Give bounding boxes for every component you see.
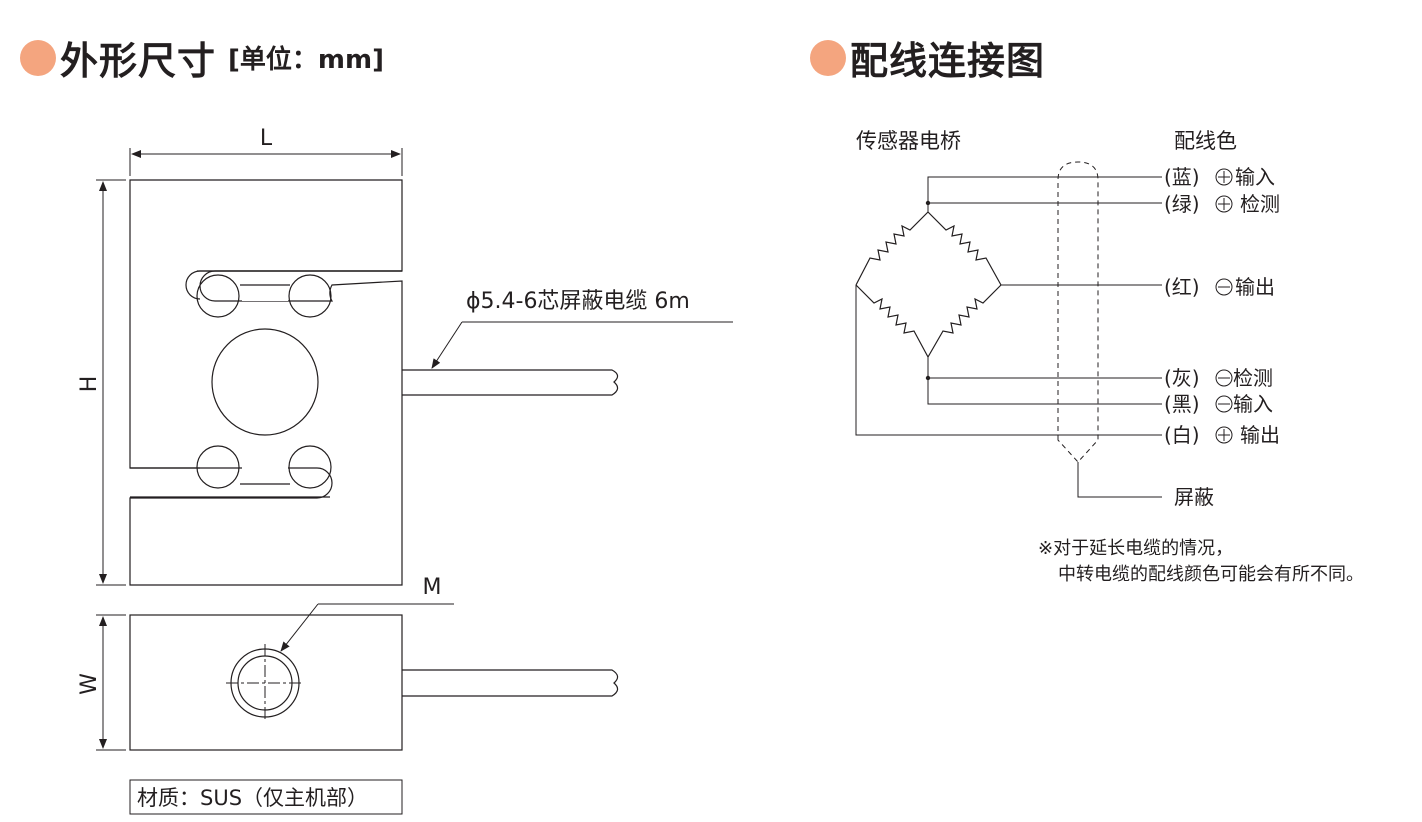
- thread-leader: M: [280, 575, 454, 652]
- wire-lines: [855, 176, 1162, 436]
- front-view: [129, 179, 619, 586]
- dimensions-unit: [单位：mm]: [228, 45, 384, 75]
- svg-text:检测: 检测: [1240, 192, 1280, 216]
- minus-icon: [1215, 395, 1233, 413]
- svg-text:输出: 输出: [1240, 423, 1280, 447]
- cable-shield: [1057, 161, 1162, 498]
- svg-text:输入: 输入: [1235, 165, 1275, 189]
- lower-right-relief-hole: [288, 445, 332, 489]
- bridge-label: 传感器电桥: [856, 129, 961, 153]
- wheatstone-bridge: [855, 200, 1002, 381]
- svg-text:输入: 输入: [1233, 392, 1273, 416]
- svg-text:(白): (白): [1164, 423, 1200, 447]
- wire-label-white: (白) 输出: [1164, 423, 1280, 447]
- wire-label-red: (红) 输出: [1164, 275, 1275, 299]
- dimensions-title: 外形尺寸: [60, 39, 217, 83]
- wiring-heading: 配线连接图: [810, 30, 1045, 85]
- svg-text:(绿): (绿): [1164, 192, 1200, 216]
- cable-leader: ϕ5.4-6芯屏蔽电缆 6m: [431, 289, 733, 369]
- upper-left-relief-hole: [196, 274, 240, 318]
- svg-text:(黑): (黑): [1164, 392, 1200, 416]
- svg-text:(灰): (灰): [1164, 366, 1200, 390]
- svg-text:(蓝): (蓝): [1164, 165, 1200, 189]
- shield-label: 屏蔽: [1174, 485, 1214, 509]
- plus-icon: [1215, 426, 1233, 444]
- resistor-top-right: [927, 211, 1002, 286]
- plus-icon: [1215, 195, 1233, 213]
- side-cable: [402, 669, 619, 697]
- label-M: M: [423, 575, 442, 600]
- wire-label-list: (蓝) 输入 (绿) 检测 (红) 输出 (灰) 检测 (黑) 输入: [1164, 165, 1280, 447]
- note-line-2: 中转电缆的配线颜色可能会有所不同。: [1058, 564, 1364, 585]
- note-line-1: ※对于延长电缆的情况，: [1038, 538, 1233, 559]
- dimension-L: L: [129, 126, 403, 176]
- side-view-body: [129, 614, 403, 751]
- heading-bullet-icon: [810, 39, 846, 76]
- resistor-bottom-left: [855, 284, 929, 358]
- resistor-bottom-right: [927, 284, 1002, 358]
- svg-text:(红): (红): [1164, 275, 1200, 299]
- svg-text:输出: 输出: [1235, 275, 1275, 299]
- minus-icon: [1215, 369, 1233, 387]
- minus-icon: [1215, 278, 1233, 296]
- front-cable: [402, 369, 619, 396]
- load-cell-body-outline: [129, 179, 403, 586]
- heading-bullet-icon: [20, 39, 56, 76]
- material-text: 材质：SUS（仅主机部）: [137, 786, 368, 810]
- wiring-title: 配线连接图: [850, 39, 1046, 83]
- center-hole: [211, 328, 319, 436]
- dimension-H: H: [77, 179, 126, 586]
- cable-label: ϕ5.4-6芯屏蔽电缆 6m: [466, 289, 690, 314]
- dimensions-heading: 外形尺寸 [单位：mm]: [20, 30, 384, 85]
- label-W: W: [77, 673, 102, 695]
- wire-label-blue: (蓝) 输入: [1164, 165, 1275, 189]
- dimension-W: W: [77, 614, 126, 751]
- wire-label-black: (黑) 输入: [1164, 392, 1273, 416]
- svg-text:检测: 检测: [1233, 366, 1273, 390]
- color-header: 配线色: [1174, 129, 1237, 153]
- upper-right-relief-hole: [288, 274, 332, 318]
- wire-label-green: (绿) 检测: [1164, 192, 1280, 216]
- resistor-top-left: [855, 211, 929, 286]
- plus-icon: [1215, 168, 1233, 186]
- lower-left-relief-hole: [196, 445, 240, 489]
- side-view: [129, 614, 619, 751]
- label-H: H: [77, 376, 102, 393]
- material-box: 材质：SUS（仅主机部）: [129, 779, 403, 815]
- label-L: L: [260, 126, 273, 151]
- wire-label-gray: (灰) 检测: [1164, 366, 1273, 390]
